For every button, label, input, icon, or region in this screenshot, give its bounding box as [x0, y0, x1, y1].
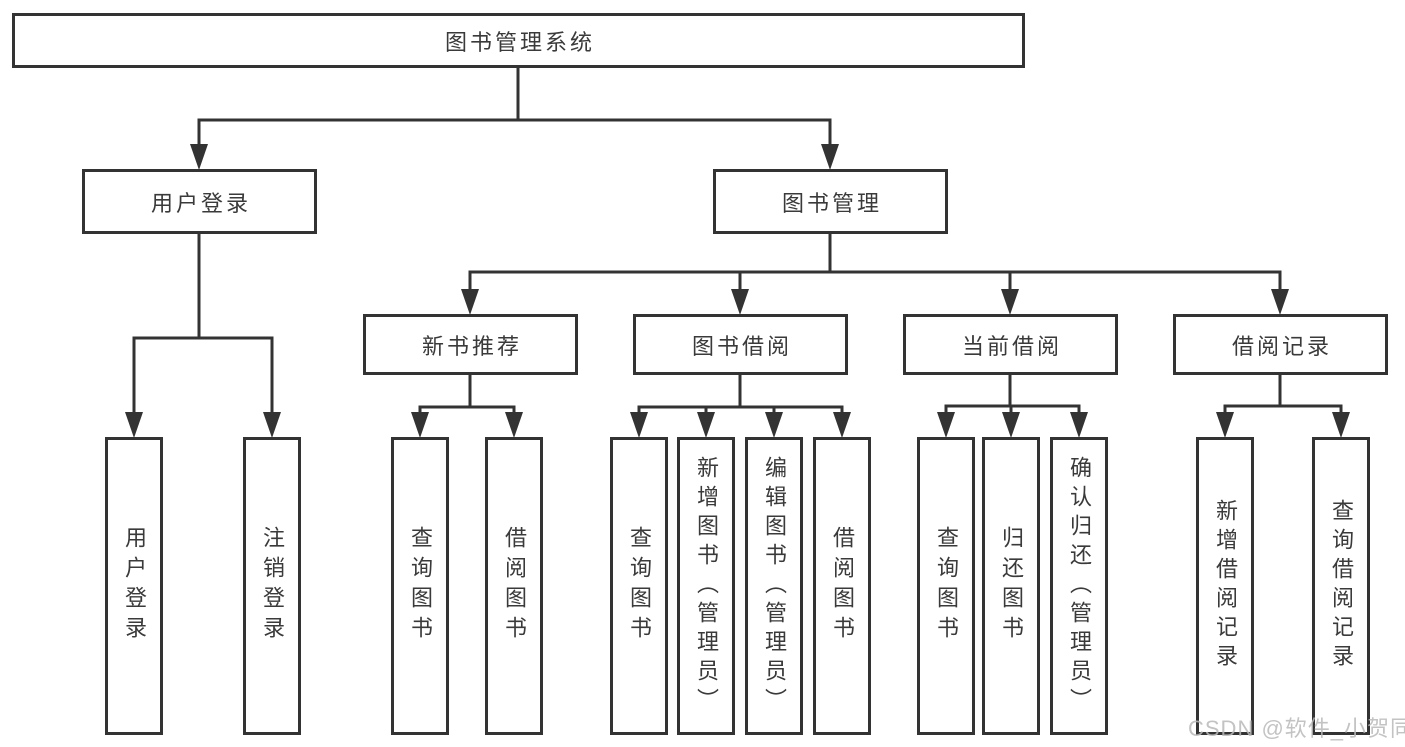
leaf-borrow-books-2-label: 借阅图书 [830, 526, 855, 646]
leaf-add-borrow-record-label: 新增借阅记录 [1213, 499, 1238, 673]
leaf-add-book-admin-label: 新增图书（管理员） [694, 455, 719, 717]
leaf-borrow-books-recommend-label: 借阅图书 [502, 526, 527, 646]
node-book-management: 图书管理 [713, 169, 948, 234]
node-root: 图书管理系统 [12, 13, 1025, 68]
leaf-logout: 注销登录 [243, 437, 301, 735]
leaf-borrow-books-recommend: 借阅图书 [485, 437, 543, 735]
leaf-query-borrow-record: 查询借阅记录 [1312, 437, 1370, 735]
node-new-book-recommend: 新书推荐 [363, 314, 578, 375]
leaf-return-book-label: 归还图书 [999, 526, 1024, 646]
node-borrow-records: 借阅记录 [1173, 314, 1388, 375]
leaf-edit-book-admin-label: 编辑图书（管理员） [762, 455, 787, 717]
leaf-query-books-recommend: 查询图书 [391, 437, 449, 735]
watermark: CSDN @软件_小贺同学 [1188, 716, 1405, 741]
leaf-confirm-return-admin: 确认归还（管理员） [1050, 437, 1108, 735]
leaf-query-books-recommend-label: 查询图书 [408, 526, 433, 646]
node-book-borrow-label: 图书借阅 [691, 333, 792, 359]
node-new-book-recommend-label: 新书推荐 [421, 333, 522, 359]
leaf-query-borrow-record-label: 查询借阅记录 [1329, 499, 1354, 673]
leaf-add-book-admin: 新增图书（管理员） [677, 437, 735, 735]
leaf-borrow-books-2: 借阅图书 [813, 437, 871, 735]
node-book-borrow: 图书借阅 [633, 314, 848, 375]
leaf-edit-book-admin: 编辑图书（管理员） [745, 437, 803, 735]
node-book-management-label: 图书管理 [781, 190, 882, 216]
leaf-user-login-label: 用户登录 [122, 526, 147, 646]
node-root-label: 图书管理系统 [444, 29, 595, 55]
arrowheads [125, 144, 1350, 438]
node-current-borrow-label: 当前借阅 [961, 333, 1062, 359]
leaf-query-books-borrow-label: 查询图书 [627, 526, 652, 646]
node-user-login-label: 用户登录 [150, 190, 251, 216]
node-user-login: 用户登录 [82, 169, 317, 234]
leaf-user-login: 用户登录 [105, 437, 163, 735]
leaf-query-books-current-label: 查询图书 [934, 526, 959, 646]
leaf-query-books-current: 查询图书 [917, 437, 975, 735]
node-current-borrow: 当前借阅 [903, 314, 1118, 375]
leaf-add-borrow-record: 新增借阅记录 [1196, 437, 1254, 735]
leaf-return-book: 归还图书 [982, 437, 1040, 735]
node-borrow-records-label: 借阅记录 [1231, 333, 1332, 359]
leaf-query-books-borrow: 查询图书 [610, 437, 668, 735]
leaf-confirm-return-admin-label: 确认归还（管理员） [1067, 455, 1092, 717]
leaf-logout-label: 注销登录 [260, 526, 285, 646]
